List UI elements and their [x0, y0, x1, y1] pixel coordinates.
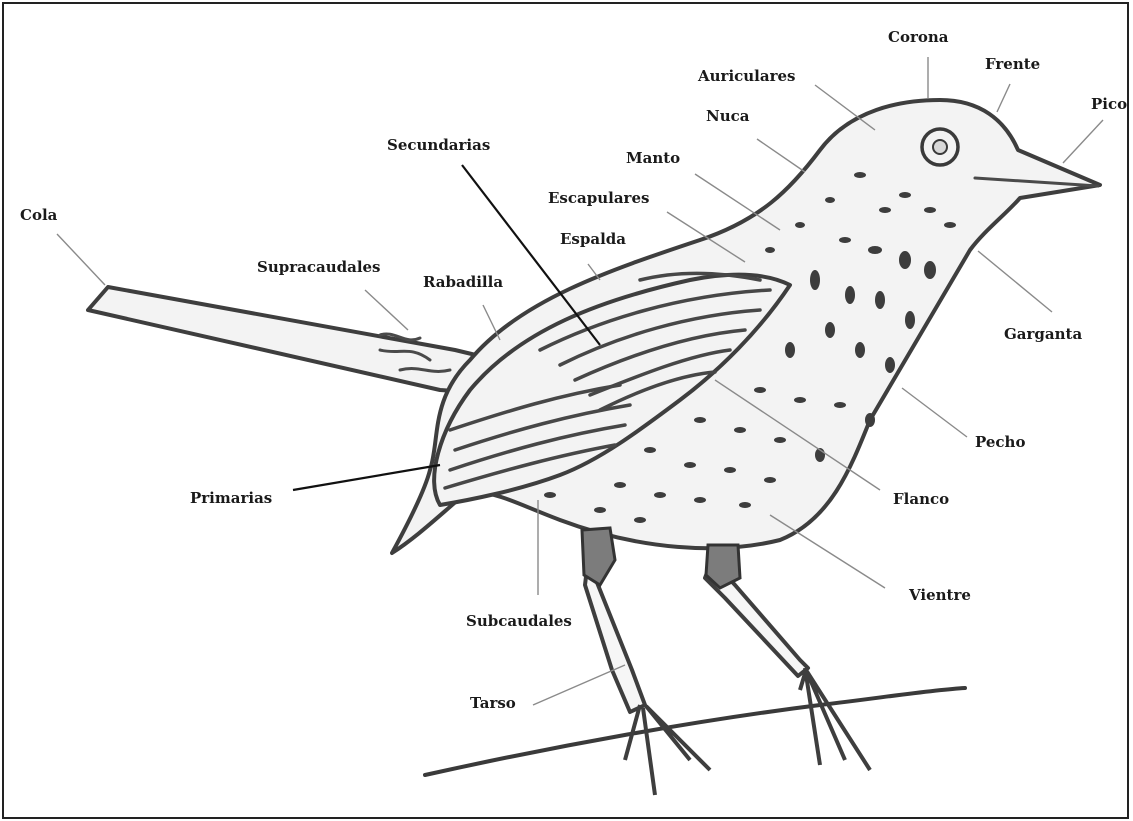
- left-thigh: [582, 528, 615, 585]
- leader-nuca: [757, 139, 805, 172]
- right-thigh: [706, 545, 740, 588]
- label-rabadilla: Rabadilla: [423, 273, 503, 291]
- label-supracaudales: Supracaudales: [257, 258, 381, 276]
- label-primarias: Primarias: [190, 489, 272, 507]
- leader-tarso: [533, 665, 625, 705]
- leader-pecho: [902, 388, 967, 437]
- label-pecho: Pecho: [975, 433, 1025, 451]
- leader-manto: [695, 174, 780, 230]
- leader-frente: [997, 84, 1010, 112]
- label-secundarias: Secundarias: [387, 136, 490, 154]
- label-escapulares: Escapulares: [548, 189, 649, 207]
- label-subcaudales: Subcaudales: [466, 612, 572, 630]
- leader-supracaudales: [365, 290, 408, 330]
- label-garganta: Garganta: [1004, 325, 1082, 343]
- label-auriculares: Auriculares: [697, 67, 796, 85]
- label-tarso: Tarso: [470, 694, 516, 712]
- leader-rabadilla: [483, 305, 500, 340]
- label-nuca: Nuca: [706, 107, 750, 125]
- label-espalda: Espalda: [560, 230, 626, 248]
- leader-vientre: [770, 515, 885, 588]
- leader-auriculares: [815, 85, 875, 130]
- label-frente: Frente: [985, 55, 1040, 73]
- label-vientre: Vientre: [908, 586, 971, 604]
- leader-cola: [57, 234, 105, 285]
- tail-shape: [88, 287, 480, 392]
- label-cola: Cola: [20, 206, 58, 224]
- leader-garganta: [978, 251, 1052, 312]
- label-corona: Corona: [888, 28, 949, 46]
- label-flanco: Flanco: [893, 490, 949, 508]
- leader-primarias: [293, 465, 440, 490]
- leader-pico: [1063, 120, 1103, 163]
- label-manto: Manto: [626, 149, 680, 167]
- label-pico: Pico: [1091, 95, 1127, 113]
